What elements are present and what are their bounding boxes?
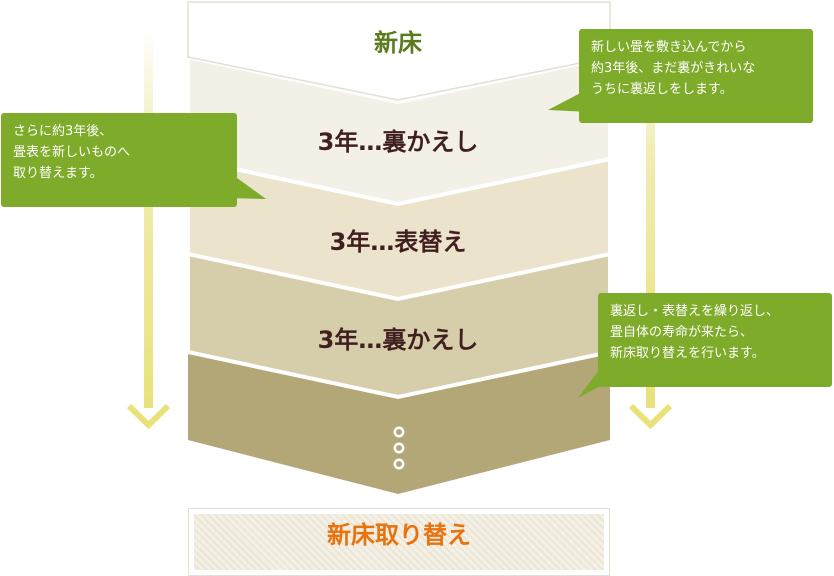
- callout-bottom-right: 裏返し・表替えを繰り返し、 畳自体の寿命が来たら、 新床取り替えを行います。: [598, 293, 832, 387]
- down-arrow-left-icon: [126, 26, 171, 430]
- layer-new-floor: [187, 1, 611, 101]
- step-label-new-floor: 新床: [374, 29, 422, 57]
- step-label-first-reverse: 3年…裏かえし: [317, 128, 479, 156]
- callout-left: さらに約3年後、 畳表を新しいものへ 取り替えます。: [1, 113, 237, 207]
- ellipsis-dots-icon: [393, 426, 405, 470]
- down-arrow-right-icon: [628, 26, 673, 430]
- final-replacement-pattern: [194, 514, 604, 570]
- step-label-second-reverse: 3年…裏かえし: [317, 326, 479, 354]
- layer-replacement-pending: [188, 350, 610, 494]
- final-replacement-label: 新床取り替え: [327, 521, 471, 549]
- step-label-surface-replace: 3年…表替え: [329, 228, 467, 256]
- callout-top-right: 新しい畳を敷き込んでから 約3年後、まだ裏がきれいな うちに裏返しをします。: [579, 29, 813, 123]
- final-replacement-box: 新床取り替え: [188, 508, 610, 576]
